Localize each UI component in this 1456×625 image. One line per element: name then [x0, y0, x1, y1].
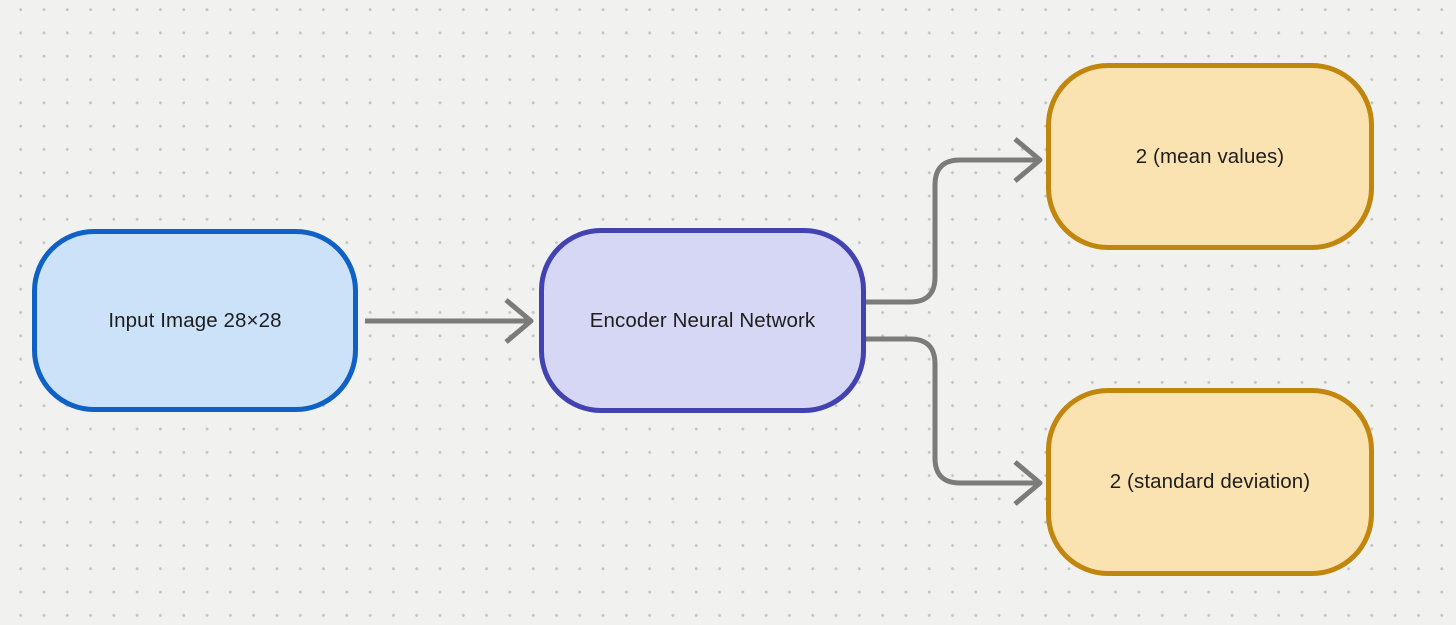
node-mean-output[interactable]: 2 (mean values) [1046, 63, 1374, 250]
node-std-output[interactable]: 2 (standard deviation) [1046, 388, 1374, 576]
node-encoder-label: Encoder Neural Network [589, 308, 816, 332]
node-std-output-label: 2 (standard deviation) [1109, 470, 1311, 493]
arrow-input-to-encoder[interactable] [365, 298, 534, 344]
node-input-image[interactable]: Input Image 28×28 [32, 229, 358, 412]
node-input-image-label: Input Image 28×28 [108, 308, 282, 332]
arrow-encoder-to-std[interactable] [866, 336, 1043, 506]
arrow-encoder-to-mean[interactable] [866, 137, 1043, 305]
node-encoder[interactable]: Encoder Neural Network [539, 228, 866, 413]
node-mean-output-label: 2 (mean values) [1135, 144, 1285, 168]
